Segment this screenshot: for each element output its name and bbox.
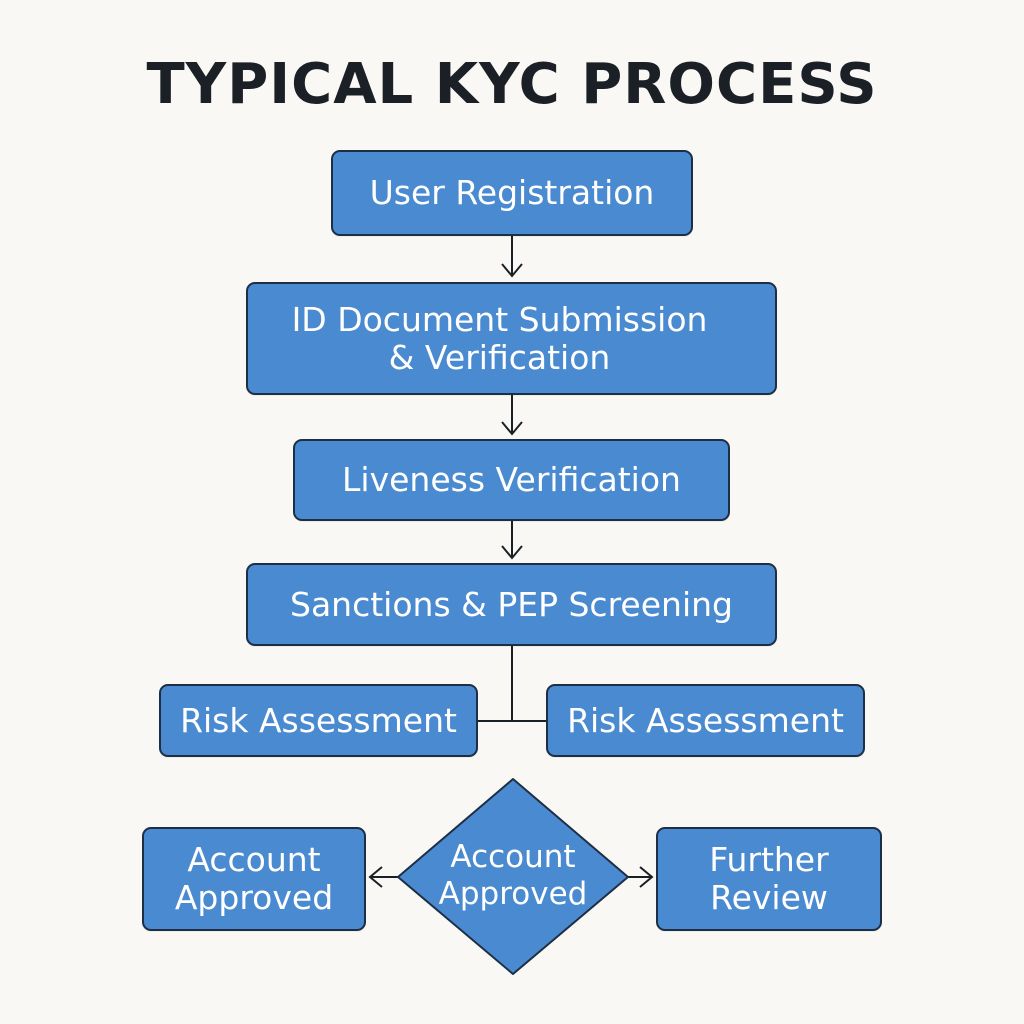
step-liveness-label: Liveness Verification bbox=[342, 460, 681, 499]
step-risk-right-label: Risk Assessment bbox=[567, 700, 844, 740]
outcome-approved-line2: Approved bbox=[174, 878, 334, 917]
step-risk-assessment-right: Risk Assessment bbox=[546, 684, 865, 757]
outcome-review-line1: Further bbox=[709, 840, 829, 879]
arrowhead-registration-to-id bbox=[501, 263, 523, 278]
step-liveness-verification: Liveness Verification bbox=[293, 439, 730, 521]
outcome-further-review: Further Review bbox=[656, 827, 882, 931]
decision-label-line1: Account bbox=[450, 839, 576, 875]
step-user-registration-label: User Registration bbox=[369, 173, 655, 212]
step-risk-left-label: Risk Assessment bbox=[180, 700, 457, 740]
arrowhead-decision-to-review bbox=[639, 866, 654, 888]
decision-label-line2: Approved bbox=[438, 876, 588, 912]
decision-label: Account Approved bbox=[396, 778, 630, 974]
step-id-document-label-line2: & Verification bbox=[388, 337, 611, 377]
outcome-approved-line1: Account bbox=[187, 840, 321, 879]
step-sanctions-label: Sanctions & PEP Screening bbox=[290, 584, 733, 624]
diagram-title: TYPICAL KYC PROCESS bbox=[146, 52, 878, 117]
arrowhead-decision-to-approved bbox=[368, 866, 383, 888]
outcome-review-line2: Review bbox=[710, 878, 828, 917]
step-sanctions-pep-screening: Sanctions & PEP Screening bbox=[246, 563, 777, 646]
arrowhead-id-to-liveness bbox=[501, 421, 523, 436]
step-id-document-verification: ID Document Submission & Verification bbox=[246, 282, 777, 395]
outcome-account-approved: Account Approved bbox=[142, 827, 366, 931]
decision-diamond: Account Approved bbox=[396, 778, 630, 974]
arrowhead-liveness-to-sanctions bbox=[501, 545, 523, 560]
step-id-document-label-line1: ID Document Submission bbox=[291, 299, 708, 339]
step-risk-assessment-left: Risk Assessment bbox=[159, 684, 478, 757]
decision-diamond-shape bbox=[397, 778, 629, 975]
step-user-registration: User Registration bbox=[331, 150, 693, 236]
